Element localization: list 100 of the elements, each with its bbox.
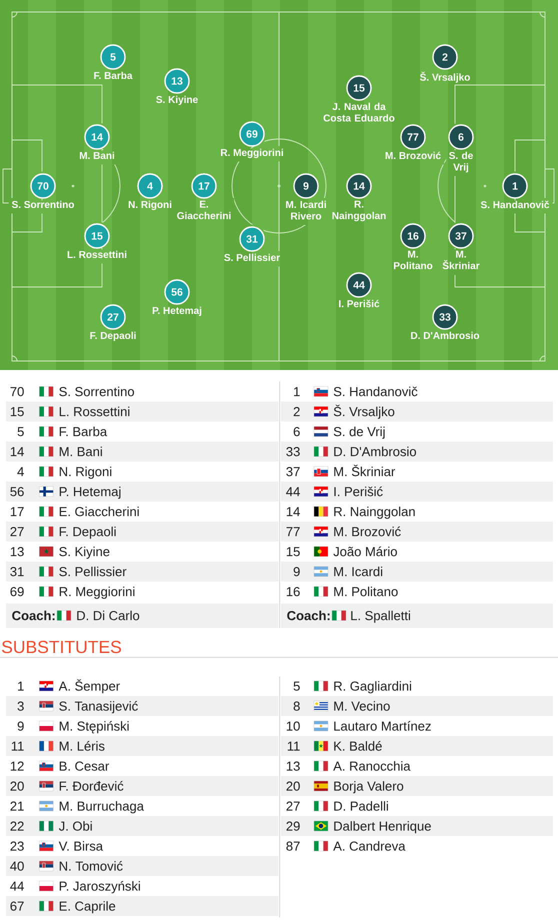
shirt-number: 14 xyxy=(286,507,300,516)
shirt-number: 2 xyxy=(294,407,300,416)
shirt-number: 69 xyxy=(10,587,24,596)
player-name: J. Naval da Costa Eduardo xyxy=(324,102,394,122)
coach-name: D. Di Carlo xyxy=(77,610,140,620)
shirt-number: 9 xyxy=(294,567,300,576)
shirt-number: 22 xyxy=(10,822,24,831)
shirt-number: 29 xyxy=(286,822,300,831)
player-name: F. Đorđević xyxy=(60,781,124,791)
player-name: L. Rossettini xyxy=(68,250,126,258)
shirt-number: 4 xyxy=(17,467,24,476)
shirt-number: 56 xyxy=(10,487,24,496)
shirt-number: 23 xyxy=(10,842,24,851)
player-name: Borja Valero xyxy=(334,781,404,794)
shirt-number: 11 xyxy=(12,742,24,751)
player-name: P. Hetemaj xyxy=(152,306,202,316)
shirt-number: 44 xyxy=(286,487,300,496)
shirt-number: 44 xyxy=(10,882,24,891)
shirt-number: 15 xyxy=(10,407,24,416)
player-name: N. Rigoni xyxy=(128,200,172,210)
player-name: E. Caprile xyxy=(60,901,116,914)
player-name: S. de Vrij xyxy=(449,152,473,173)
player-name: Š. Vrsaljko xyxy=(334,404,394,419)
player-name: Lautaro Martínez xyxy=(334,721,431,731)
player-name: R. Meggiorini xyxy=(221,148,283,158)
player-name: R. Nainggolan xyxy=(334,506,415,519)
shirt-number: 20 xyxy=(10,782,24,791)
shirt-number: 12 xyxy=(10,762,24,771)
player-name: João Mário xyxy=(333,546,397,556)
shirt-number: 5 xyxy=(18,427,24,436)
player-name: A. Ranocchia xyxy=(333,761,410,771)
shirt-number: 13 xyxy=(10,547,24,556)
player-name: Dalbert Henrique xyxy=(334,821,431,834)
player-name: S. Handanovič xyxy=(480,200,550,208)
shirt-number: 3 xyxy=(18,702,24,711)
player-name: M. Politano xyxy=(394,250,432,270)
player-name: B. Cesar xyxy=(60,762,110,771)
player-name: N. Rigoni xyxy=(60,466,112,479)
coach-name: L. Spalletti xyxy=(351,610,410,623)
section-heading: SUBSTITUTES xyxy=(2,640,121,654)
player-name: M. Stępiński xyxy=(60,721,129,734)
shirt-number: 1 xyxy=(294,387,300,396)
player-name: L. Rossettini xyxy=(60,406,130,416)
player-name: M. Burruchaga xyxy=(60,801,144,814)
player-name: D. D'Ambrosio xyxy=(334,446,416,456)
player-name: S. Kiyine xyxy=(59,546,110,559)
player-name: J. Obi xyxy=(58,821,92,831)
shirt-number: 9 xyxy=(18,722,24,731)
player-name: E. Giaccherini xyxy=(60,506,139,516)
player-name: M. Škriniar xyxy=(442,250,480,270)
player-name: M. Brozović xyxy=(334,526,401,536)
player-name: S. Pellissier xyxy=(59,566,126,576)
player-name: S. Sorrentino xyxy=(12,200,74,208)
player-name: A. Candreva xyxy=(333,841,406,851)
player-name: V. Birsa xyxy=(58,841,104,851)
player-name: K. Baldé xyxy=(334,741,382,751)
player-name: S. Sorrentino xyxy=(59,386,134,396)
shirt-number: 70 xyxy=(10,387,24,396)
player-name: R. Gagliardini xyxy=(334,681,412,694)
shirt-number: 5 xyxy=(294,682,300,691)
shirt-number: 21 xyxy=(10,802,24,811)
shirt-number: 31 xyxy=(10,567,24,576)
player-name: D. D'Ambrosio xyxy=(411,332,480,340)
player-name: M. Vecino xyxy=(334,701,390,711)
player-name: A. Šemper xyxy=(58,679,120,694)
player-name: D. Padelli xyxy=(334,801,388,811)
player-name: F. Barba xyxy=(94,72,132,80)
player-name: R. Nainggolan xyxy=(332,200,386,222)
player-name: S. Handanovič xyxy=(334,386,418,396)
shirt-number: 20 xyxy=(286,782,300,791)
shirt-number: 87 xyxy=(286,842,300,851)
shirt-number: 6 xyxy=(294,427,300,436)
player-name: S. Kiyine xyxy=(156,96,198,106)
player-name: S. Pellissier xyxy=(224,254,280,262)
player-name: S. de Vrij xyxy=(334,426,385,439)
player-name: Š. Vrsaljko xyxy=(420,72,470,83)
player-name: I. Perišić xyxy=(334,486,383,496)
player-name: F. Depaoli xyxy=(90,332,136,342)
player-name: M. Bani xyxy=(80,152,114,160)
player-name: E. Giaccherini xyxy=(177,200,231,220)
shirt-number: 77 xyxy=(286,527,300,536)
shirt-number: 67 xyxy=(10,902,24,911)
shirt-number: 16 xyxy=(286,587,300,596)
player-name: M. Léris xyxy=(60,741,104,751)
shirt-number: 11 xyxy=(288,742,300,751)
shirt-number: 10 xyxy=(286,722,300,731)
shirt-number: 27 xyxy=(286,802,300,811)
player-name: R. Meggiorini xyxy=(60,586,134,599)
player-name: N. Tomović xyxy=(60,861,123,871)
shirt-number: 33 xyxy=(286,447,300,456)
player-name: M. Škriniar xyxy=(334,464,396,476)
player-name: M. Icardi xyxy=(334,566,382,576)
shirt-number: 15 xyxy=(286,547,300,556)
coach-label: Coach: xyxy=(12,610,54,620)
shirt-number: 8 xyxy=(294,702,300,711)
shirt-number: 17 xyxy=(10,507,24,516)
player-name: S. Tanasijević xyxy=(59,701,138,714)
player-name: P. Hetemaj xyxy=(60,486,120,499)
shirt-number: 14 xyxy=(10,447,24,456)
player-name: M. Bani xyxy=(60,446,102,456)
